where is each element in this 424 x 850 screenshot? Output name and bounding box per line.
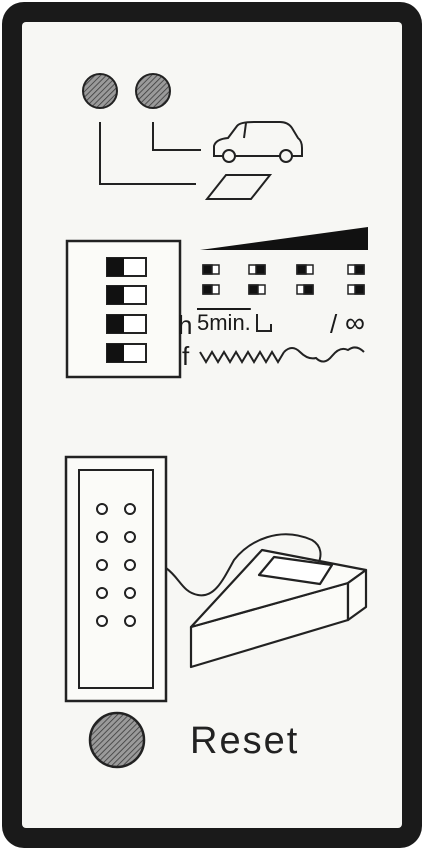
car-icon xyxy=(213,121,303,163)
led-indicator-icon xyxy=(82,73,118,109)
dip-switch-icon xyxy=(106,257,147,363)
time-label: 5min. xyxy=(197,310,251,335)
ramp-icon xyxy=(200,227,368,250)
infinity-label: ∞ xyxy=(345,307,365,338)
indicator-line-sensor xyxy=(99,122,196,185)
reset-button-icon[interactable] xyxy=(88,711,146,769)
panel-face xyxy=(22,22,402,828)
reset-label: Reset xyxy=(190,720,300,762)
programmer-cable xyxy=(165,533,322,597)
h-label: h xyxy=(178,310,193,340)
handheld-programmer-icon xyxy=(189,548,368,669)
connector-port-outer xyxy=(64,455,168,703)
pulse-step-icon xyxy=(256,314,272,332)
f-label: f xyxy=(182,341,190,371)
slash-label: / xyxy=(330,309,338,339)
connector-port-inner xyxy=(78,469,154,689)
sensor-pad-icon xyxy=(204,174,273,200)
wave-icon xyxy=(199,346,365,364)
switch-state-icon xyxy=(202,264,365,295)
indicator-line-car xyxy=(152,122,201,151)
connector-port-icon xyxy=(96,503,136,627)
led-indicator-icon xyxy=(135,73,171,109)
